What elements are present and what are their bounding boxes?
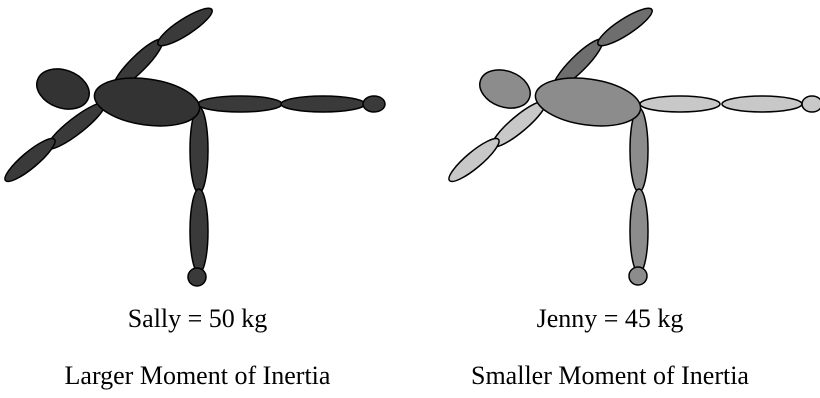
jenny-torso: [532, 72, 643, 132]
sally-torso: [91, 72, 202, 132]
jenny-hanging-forearm: [630, 189, 648, 273]
jenny-head: [474, 63, 535, 115]
sally-back-leg-lower: [0, 133, 59, 186]
jenny-figure: [444, 3, 820, 285]
jenny-inertia-label: Smaller Moment of Inertia: [400, 361, 820, 391]
jenny-mass-label: Jenny = 45 kg: [400, 304, 820, 334]
jenny-hanging-upper-arm: [630, 108, 648, 192]
sally-mass-label: Sally = 50 kg: [0, 304, 395, 334]
jenny-back-leg-lower: [444, 133, 503, 186]
sally-foot: [363, 96, 385, 112]
sally-hanging-forearm: [190, 189, 208, 273]
sally-hand: [188, 268, 206, 286]
sally-raised-forearm: [154, 3, 216, 51]
jenny-extended-shin: [722, 96, 802, 112]
sally-hanging-upper-arm: [190, 107, 208, 193]
sally-head: [31, 62, 95, 116]
jenny-hand: [629, 267, 647, 285]
jenny-raised-forearm: [594, 3, 656, 51]
sally-extended-thigh: [198, 96, 282, 112]
sally-inertia-label: Larger Moment of Inertia: [0, 361, 395, 391]
sally-extended-shin: [281, 96, 365, 112]
jenny-extended-thigh: [640, 96, 720, 112]
jenny-foot: [802, 96, 820, 112]
sally-figure: [0, 3, 385, 286]
